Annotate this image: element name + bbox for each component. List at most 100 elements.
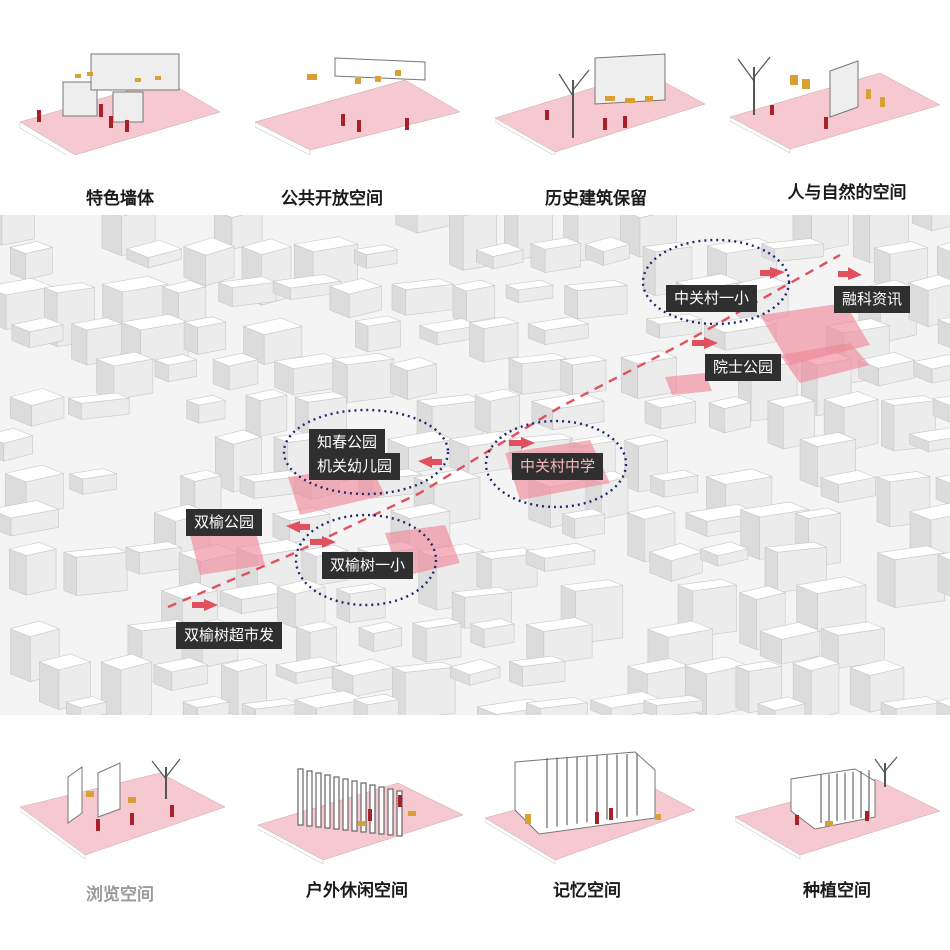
building-roof: [759, 621, 821, 640]
ring-zhichun: [282, 408, 450, 496]
building-wall: [577, 285, 628, 320]
building-wall: [521, 358, 568, 395]
building-wall: [894, 552, 945, 609]
pergola-slat: [306, 770, 313, 827]
building-roof: [160, 581, 219, 600]
building-roof: [734, 660, 783, 672]
building-roof: [240, 238, 293, 256]
building-wall: [346, 358, 394, 403]
building-wall: [120, 661, 153, 715]
building-wall: [735, 665, 750, 714]
building-roof: [795, 576, 868, 594]
building-wall: [912, 215, 933, 232]
building-wall: [927, 437, 950, 453]
building-wall: [466, 285, 496, 324]
zone-shuangyu-park: [190, 530, 265, 575]
pergola-slat: [342, 778, 349, 831]
building-roof: [508, 353, 568, 365]
building-roof: [643, 695, 703, 706]
building-roof: [452, 586, 512, 598]
building-roof: [95, 351, 154, 367]
focus-rings: [282, 238, 791, 607]
building-roof: [182, 695, 231, 709]
building-roof: [530, 392, 606, 410]
building-roof: [632, 215, 654, 218]
building-roof: [560, 579, 623, 592]
arrow-icon: [286, 521, 310, 533]
building-roof: [559, 355, 608, 366]
label-shuangyushu-market: 双榆树超市发: [176, 622, 283, 649]
pergola-slat: [387, 788, 394, 836]
building-roof: [794, 507, 842, 519]
building-wall: [294, 396, 309, 435]
building-roof: [646, 313, 702, 325]
building-wall: [101, 215, 123, 257]
building-roof: [699, 541, 749, 556]
building-roof: [739, 501, 810, 518]
building-roof: [526, 696, 588, 709]
pergola-slat: [297, 768, 304, 826]
building-roof: [799, 432, 857, 447]
building-roof: [932, 395, 950, 406]
arrow-icon: [760, 267, 785, 279]
building-roof: [43, 282, 96, 294]
building-wall: [416, 215, 456, 234]
building-wall: [259, 394, 288, 437]
building-roof: [68, 468, 118, 480]
building-roof: [0, 427, 34, 444]
building-roof: [935, 697, 950, 707]
vignette-feature-wall: [19, 53, 221, 155]
building-roof: [295, 621, 338, 633]
caption-outdoor-leisure: 户外休闲空间: [306, 881, 408, 901]
building-wall: [367, 320, 401, 353]
dashed-route: [167, 253, 841, 609]
label-zhongguancun-middle: 中关村中学: [512, 453, 604, 480]
building-wall: [877, 552, 896, 609]
building-roof: [908, 502, 950, 521]
building-wall: [767, 400, 784, 450]
building-roof: [764, 541, 827, 553]
vignette-historic-building: [495, 53, 706, 155]
building-roof: [293, 236, 359, 253]
building-roof: [9, 388, 65, 406]
building-wall: [620, 356, 638, 399]
building-roof: [353, 244, 399, 255]
building-roof: [649, 469, 699, 482]
building-wall: [931, 364, 950, 384]
building-roof: [738, 585, 787, 600]
building-roof: [626, 505, 676, 520]
building-roof: [125, 239, 183, 258]
building-roof: [873, 241, 929, 255]
label-zhongguancun-yixiao: 中关村一小: [666, 285, 758, 312]
route-arrows: [192, 267, 862, 611]
building-roof: [4, 464, 65, 483]
building-roof: [761, 238, 824, 250]
building-roof: [875, 471, 932, 483]
label-yuanshi-park: 院士公园: [705, 354, 782, 381]
building-roof: [101, 275, 169, 293]
building-roof: [389, 503, 451, 519]
building-roof: [912, 354, 950, 370]
building-wall: [739, 592, 757, 651]
building-roof: [820, 621, 886, 636]
building-roof: [475, 242, 525, 257]
building-roof: [509, 655, 566, 667]
building-roof: [527, 316, 590, 331]
building-roof: [643, 394, 697, 409]
building-roof: [819, 470, 877, 485]
building-roof: [411, 617, 463, 629]
arrow-icon: [310, 536, 336, 548]
building-wall: [810, 663, 840, 715]
building-wall: [564, 284, 578, 320]
building-roof: [525, 542, 597, 559]
building-roof: [212, 352, 259, 367]
building-roof: [857, 352, 916, 369]
building-roof: [468, 316, 520, 329]
caption-historic-building: 历史建筑保留: [545, 189, 647, 209]
building-roof: [525, 617, 594, 632]
building-roof: [391, 278, 454, 290]
building-roof: [182, 237, 235, 256]
map-canvas: [0, 215, 950, 715]
building-roof: [271, 274, 343, 289]
building-wall: [881, 400, 895, 452]
